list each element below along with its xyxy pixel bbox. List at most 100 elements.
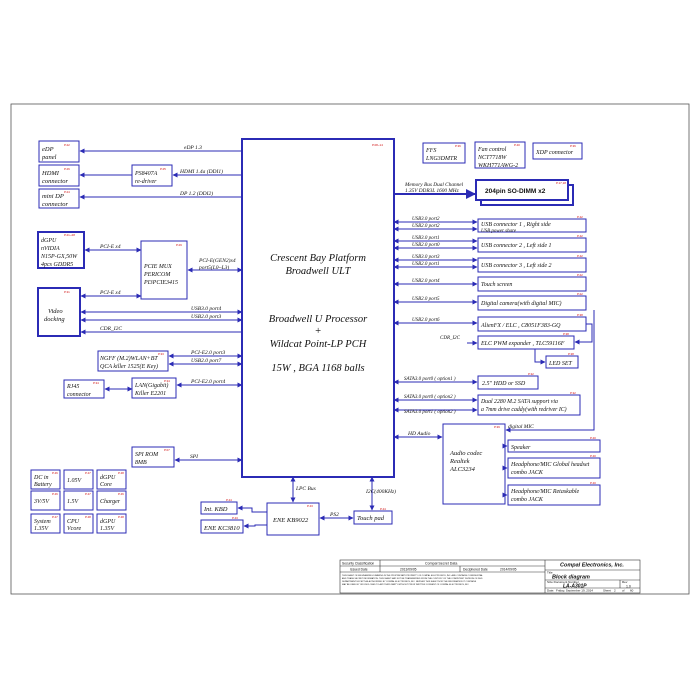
alienfx-block: P.38 AlienFX / ELC , C8051F383-GQ [477,313,587,332]
doc-label: Size Document Number [547,580,579,584]
page-ref: P.32 [570,391,576,395]
touch-pad-block: P.44 Touch pad [353,507,393,525]
security-label: Security Classification [342,562,374,566]
ene-kb9022-line1: ENE KB9022 [272,517,309,524]
page-ref: P.40 [514,143,520,147]
usb2-port5-label: USB2.0 port5 [412,297,440,302]
usb2-port7-label: USB2.0 port7 [191,358,222,364]
ngff-line2: QCA killer 1525(E Key) [100,363,158,370]
dgpu-line3: N15P-GX,50W [40,254,78,260]
elc-led-link [534,349,546,365]
ngff-wlan-block: P.33 NGFF (M.2)WLAN+BT QCA killer 1525(E… [97,350,169,372]
pcie-mux-block: P.29 PCIE MUX PERICOM PI3PCIE3415 [140,240,188,300]
pcie-port4-label: PCI-E2.0 port4 [190,378,225,385]
ps8407a-line2: re-driver [135,179,157,185]
usb1-line2: USB power share [481,229,517,234]
video-docking-line2: docking [44,316,65,323]
page-ref: P.47 [85,492,91,496]
issued-value: 2013/09/05 [400,568,417,572]
speaker-block: P.40 Speaker [507,436,601,453]
hdmi-connector-block: P.26 HDMI connector [38,164,80,187]
rev-label: Rev [622,580,628,584]
hdmi-line1: HDMI [41,170,60,177]
lan-line2: Killer E2201 [134,391,166,397]
minidp-line2: connector [42,201,68,208]
page-ref: P.48 [85,515,91,519]
usb2-port1-label: USB2.0 port1 [412,262,440,267]
cdr-i2c-left-label: CDR_I2C [100,326,122,332]
edp-line1: eDP [42,146,54,153]
ffs-line1: FFS [425,148,436,154]
sheet-label: Sheet [603,589,611,593]
usb-connector-1-block: P.42 USB connector 1 , Right side USB po… [477,215,587,234]
power-block-line2: Core [100,482,112,488]
page-ref: P.34 [164,379,170,383]
elc-pwm-block: P.38 ELC PWM expander , TLC59116F [477,332,575,350]
processor-label: Broadwell U Processor [269,314,368,325]
power-block: P.47 1.5V [63,490,94,511]
page-ref: P.26 [64,167,70,171]
dgpu-line4: 4pcs GDDR5 [41,261,73,268]
power-block-line1: Charger [100,499,121,505]
page-ref: P.42 [577,234,583,238]
hp-global-line2: combo JACK [511,470,544,476]
hd-audio-label: HD Audio [407,431,431,437]
fan-line3: WKH771AWG-2 [478,163,518,169]
hp-retask-line2: combo JACK [511,497,544,503]
sata-port0-b-label: SATA3.0 port0 ( option2 ) [404,395,456,400]
page-ref: P.38 [577,313,583,317]
usb3-port2-label: USB3.0 port2 [412,217,440,222]
power-block-line1: 1.5V [67,499,80,505]
alienfx-elc-link [574,323,593,345]
lan-block: P.34 LAN(Gigabit) Killer E2201 [131,377,177,399]
spi-rom-block: P.07 SPI ROM 8MB [131,446,175,468]
usb3-port3-label: USB3.0 port3 [412,255,440,260]
page-ref: P.46 [52,492,58,496]
m2sata-line1: Dual 2280 M.2 SATA support via [480,399,558,405]
ffs-line2: LNG3DMTR [425,156,457,162]
date-value: Friday, September 19, 2014 [556,589,593,593]
page-ref: P.36 [570,144,576,148]
power-block-line1: 1.05V [67,478,83,484]
usb2-port0-label: USB2.0 port0 [412,243,440,248]
usb-connector-3-block: P.42 USB connector 3 , Left side 2 [477,254,587,273]
speaker-line1: Speaker [511,445,531,451]
page-ref: P.48 [118,471,124,475]
hp-global-line1: Headphone/MIC Global headset [510,462,590,468]
rev-value: 1.0 [626,585,631,589]
usb2-port4-label: USB2.0 port4 [412,279,440,284]
ffs-block: P.36 FFS LNG3DMTR [422,142,466,164]
alienfx-line1: AlienFX / ELC , C8051F383-GQ [480,323,561,329]
m2-sata-block: P.32 Dual 2280 M.2 SATA support via a 7m… [477,391,581,416]
rj45-line2: connector [67,392,92,398]
usb3-port4-label: USB3.0 port4 [191,305,222,312]
page-ref: P.47 [52,515,58,519]
pcie-mux-line1: PCIE MUX [143,264,172,270]
m2sata-line2: a 7mm drive caddy(with redriver IC) [481,406,567,413]
edp-line2: panel [41,154,57,161]
digital-mic-label: digital MIC [508,424,534,430]
page-ref: P.25 [160,167,166,171]
usb2-port6-label: USB2.0 port6 [412,318,440,323]
power-block-line1: 3V/5V [33,499,50,505]
fan-control-block: P.40 Fan control NCT7718W WKH771AWG-2 [474,141,526,169]
int-kbd-block: P.44 Int. KBD [200,498,238,515]
hp-retask-line1: Headphone/MIC Retaskable [510,489,579,495]
page-ref: P.43 [232,516,238,520]
of-label: of [622,589,625,593]
ps8407a-line1: PS8407A [134,170,158,177]
audio-line1: Audio codec [449,450,482,457]
port5-label: port5(L0~L3) [198,264,229,271]
page-ref: P.34 [93,381,99,385]
page-ref: P.07 [164,448,170,452]
xdp-connector-block: P.36 XDP connector [532,142,583,160]
page-ref: P.38 [568,352,574,356]
pch-block: P.08~14 Crescent Bay Platform Broadwell … [241,138,395,478]
usb3-line1: USB connector 3 , Left side 2 [481,262,552,269]
mem-bus-line1: Memory Bus Dual Channel [404,182,464,188]
pcie-x4-a-label: PCI-E x4 [99,243,121,250]
